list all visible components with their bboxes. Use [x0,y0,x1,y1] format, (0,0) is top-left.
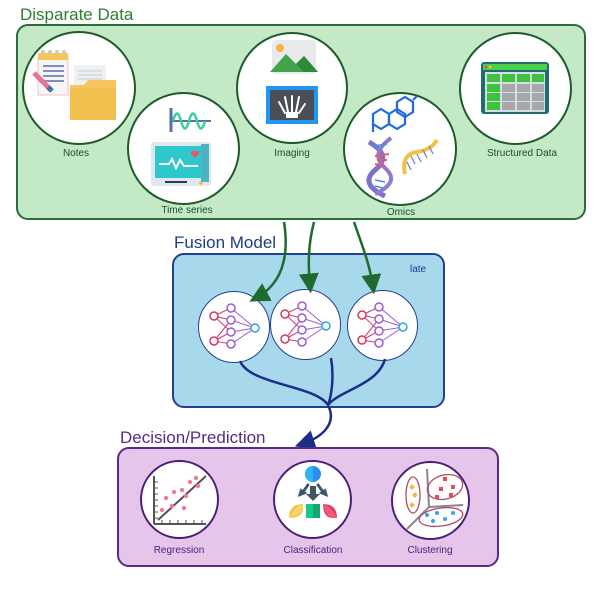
regression-label: Regression [153,545,205,556]
neural-network-icon [357,302,408,348]
clustering-node [391,461,470,540]
notes-label: Notes [62,148,90,159]
neural-network-icon [209,303,260,349]
classification-label: Classification [283,545,343,556]
dna-molecule-icon [366,95,439,199]
spreadsheet-table-icon [481,62,549,114]
xray-image-icon [266,40,318,124]
classification-node [273,460,352,539]
omics-node [343,92,457,206]
neural-network-icon [280,301,331,347]
arrow-structured-to-network-3 [352,221,382,295]
omics-label: Omics [386,207,416,218]
structured-data-label: Structured Data [486,148,558,159]
structured-data-node [459,32,572,145]
clustering-label: Clustering [407,545,453,556]
scatter-regression-icon [153,475,207,525]
notes-folder-icon [32,50,116,120]
merge-line-1 [238,360,330,406]
heart-monitor-icon [151,108,211,186]
merge-line-3 [327,358,387,406]
decision-prediction-title: Decision/Prediction [120,428,266,447]
time-series-label: Time series [161,205,213,216]
time-series-node [127,92,240,205]
classification-icon [289,466,337,518]
imaging-label: Imaging [274,148,310,159]
regression-node [140,460,219,539]
fusion-type-tag: late [410,264,427,275]
notes-node [22,31,136,145]
arrow-fusion-to-decision [294,404,332,450]
fusion-model-title: Fusion Model [174,233,277,252]
arrow-imaging-to-network-1 [249,221,287,302]
arrow-omics-to-network-2 [298,221,319,294]
merge-line-2 [326,357,334,406]
disparate-data-title: Disparate Data [20,5,134,24]
clustering-icon [405,468,464,530]
imaging-node [236,32,348,144]
